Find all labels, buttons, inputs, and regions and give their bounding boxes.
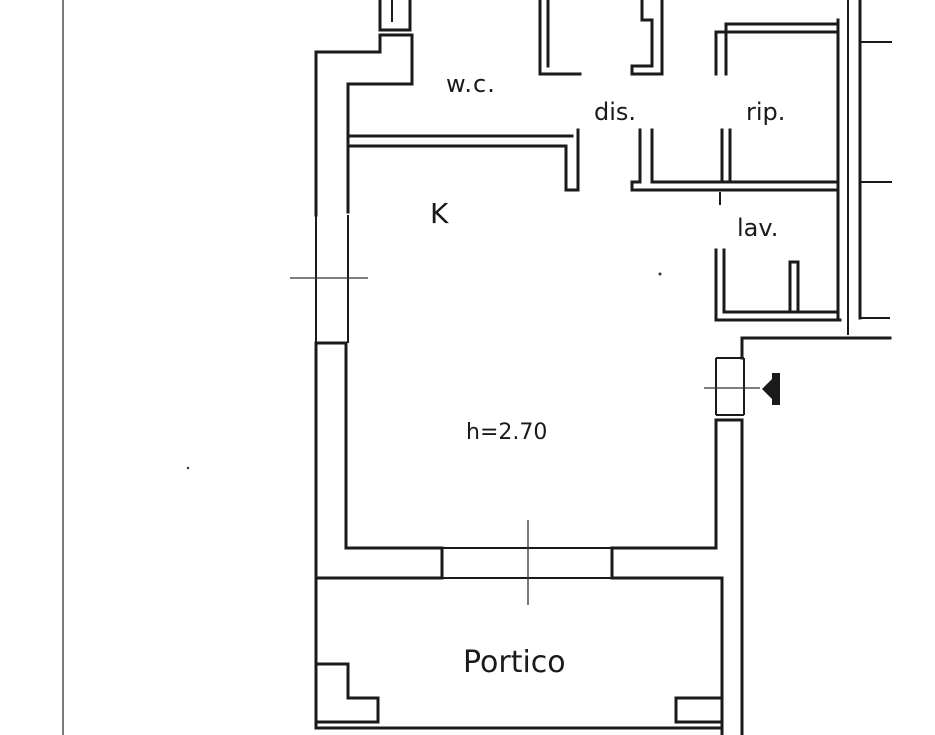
lav-left-wall-inner [722, 248, 840, 314]
portico-left-wall [314, 576, 724, 730]
wc-outer-wall [314, 33, 574, 217]
room-label-kitchen: K [430, 197, 449, 230]
lav-outer-step [740, 336, 892, 360]
dot-1 [658, 272, 662, 276]
portico-left-pillar [314, 662, 380, 724]
ceiling-height: h=2.70 [466, 420, 548, 445]
wc-inner-wall [346, 128, 580, 192]
room-label-wc: w.c. [446, 70, 496, 98]
entrance-arrow-icon [762, 373, 780, 405]
portico-right-pillar [674, 696, 724, 724]
room-label-rip: rip. [746, 98, 786, 126]
rip-door-stub [720, 128, 732, 184]
dis-left-upper [538, 0, 582, 76]
room-label-lav: lav. [737, 214, 779, 242]
lav-partition [788, 260, 800, 314]
room-label-portico: Portico [463, 645, 566, 680]
k-right-wall-bottom [610, 418, 744, 735]
dot-2 [186, 466, 190, 470]
lav-left-wall [714, 248, 842, 322]
room-label-dis: dis. [594, 98, 637, 126]
k-left-wall-outer [314, 341, 444, 580]
dis-lower-left [630, 128, 840, 192]
dis-right-upper [630, 0, 664, 76]
top-left-fragment [378, 0, 412, 32]
k-right-wall-bottom-outer [610, 576, 724, 735]
rip-top-wall [714, 30, 840, 76]
k-left-wall-inner [344, 341, 444, 550]
